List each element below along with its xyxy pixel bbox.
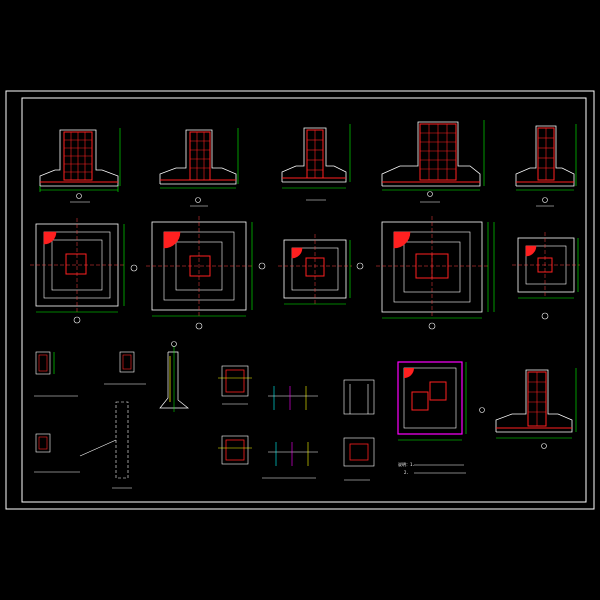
plan-1	[30, 218, 138, 324]
detail-small-section-1	[34, 351, 78, 397]
detail-highlighted-plan	[397, 361, 485, 441]
outer-frame	[5, 90, 595, 510]
plan-4	[376, 216, 495, 330]
detail-frame-section	[343, 379, 375, 415]
detail-small-section-3	[34, 433, 80, 473]
inner-frame	[21, 97, 587, 503]
detail-pile	[79, 401, 132, 489]
elevation-5	[515, 124, 577, 207]
detail-beam-bars	[268, 386, 318, 410]
note-line-2: 2.	[404, 470, 409, 475]
detail-column-joint	[218, 365, 252, 405]
elevation-6	[495, 368, 577, 449]
detail-beam-bars-lower	[262, 442, 318, 479]
general-notes: 说明：1. 2.	[398, 461, 466, 475]
detail-wall-profile	[159, 341, 189, 412]
elevation-4	[381, 120, 485, 203]
plan-3	[278, 234, 364, 305]
detail-small-section-2	[104, 351, 146, 385]
plan-2	[146, 216, 266, 330]
plan-5	[512, 232, 580, 320]
elevation-2	[159, 128, 239, 207]
elevation-1	[39, 128, 121, 203]
detail-column-base-lower	[218, 435, 252, 465]
note-line-1: 说明：1.	[398, 461, 415, 467]
elevation-3	[281, 124, 351, 201]
detail-square-section	[343, 437, 375, 481]
